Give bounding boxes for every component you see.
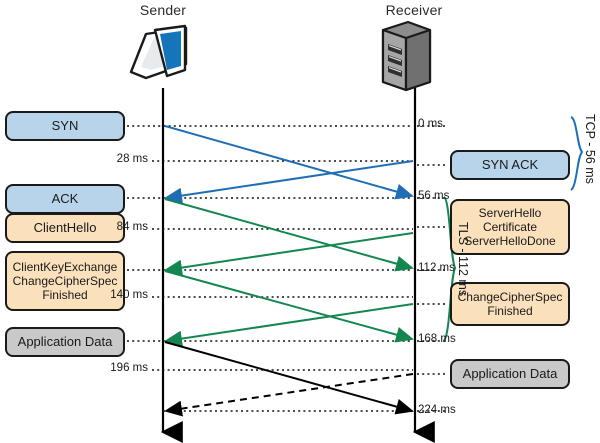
message-line: ChangeCipherSpec bbox=[457, 289, 563, 304]
arrow-server-hello bbox=[164, 232, 414, 276]
tick-label-112ms: 112 ms bbox=[418, 262, 455, 274]
message-line: Finished bbox=[42, 288, 88, 303]
message-line: ChangeCipherSpec bbox=[12, 273, 118, 288]
message-line: Finished bbox=[487, 304, 533, 318]
phase-label-tcp: TCP - 56 ms bbox=[583, 114, 597, 184]
message-line: ClientHello bbox=[33, 220, 97, 236]
message-box-ack[interactable]: ACK bbox=[5, 184, 125, 214]
message-box-application-data-receiver[interactable]: Application Data bbox=[450, 359, 570, 389]
arrow-syn-ack bbox=[164, 160, 414, 204]
laptop-icon bbox=[129, 24, 188, 80]
tick-label-28ms: 28 ms bbox=[116, 153, 148, 165]
tls-bracket bbox=[443, 196, 457, 341]
message-line: SYN bbox=[51, 118, 79, 134]
tick-label-196ms: 196 ms bbox=[110, 362, 148, 374]
tick-label-0ms: 0 ms bbox=[418, 118, 443, 130]
receiver-title: Receiver bbox=[385, 2, 443, 18]
arrow-application-data-out bbox=[164, 341, 414, 415]
arrow-syn bbox=[164, 125, 414, 200]
message-line: Application Data bbox=[462, 366, 558, 382]
tick-label-140ms: 140 ms bbox=[110, 289, 148, 301]
tcp-bracket bbox=[570, 116, 584, 191]
arrow-client-key-exchange bbox=[164, 270, 414, 343]
message-box-syn[interactable]: SYN bbox=[5, 111, 125, 141]
arrow-application-data-in bbox=[164, 373, 414, 417]
message-line: Certificate bbox=[482, 219, 537, 234]
arrow-client-hello bbox=[164, 198, 414, 272]
phase-label-tls: TLS - 112 ms bbox=[456, 222, 470, 297]
message-box-application-data-sender[interactable]: Application Data bbox=[5, 327, 125, 357]
phase-brackets bbox=[443, 116, 584, 341]
tick-label-168ms: 168 ms bbox=[418, 333, 456, 345]
message-line: ACK bbox=[51, 191, 79, 207]
message-box-client-key-exchange[interactable]: ClientKeyExchange ChangeCipherSpec Finis… bbox=[5, 251, 125, 311]
message-line: ServerHelloDone bbox=[464, 234, 556, 249]
message-line: ClientKeyExchange bbox=[12, 259, 118, 274]
sender-title: Sender bbox=[139, 2, 187, 18]
message-box-client-hello[interactable]: ClientHello bbox=[5, 213, 125, 243]
message-arrows bbox=[164, 125, 414, 417]
tick-label-56ms: 56 ms bbox=[418, 190, 450, 202]
message-line: ServerHello bbox=[478, 205, 542, 220]
message-box-server-hello[interactable]: ServerHello Certificate ServerHelloDone bbox=[450, 199, 570, 255]
server-icon bbox=[381, 20, 432, 92]
lifelines bbox=[160, 88, 435, 443]
message-line: Application Data bbox=[17, 334, 113, 350]
message-box-change-cipher-spec-server[interactable]: ChangeCipherSpec Finished bbox=[450, 282, 570, 326]
message-line: SYN ACK bbox=[481, 157, 539, 173]
tick-label-224ms: 224 ms bbox=[418, 404, 456, 416]
arrow-change-cipher-spec bbox=[164, 303, 414, 347]
message-box-syn-ack[interactable]: SYN ACK bbox=[450, 150, 570, 180]
tick-label-84ms: 84 ms bbox=[116, 221, 148, 233]
